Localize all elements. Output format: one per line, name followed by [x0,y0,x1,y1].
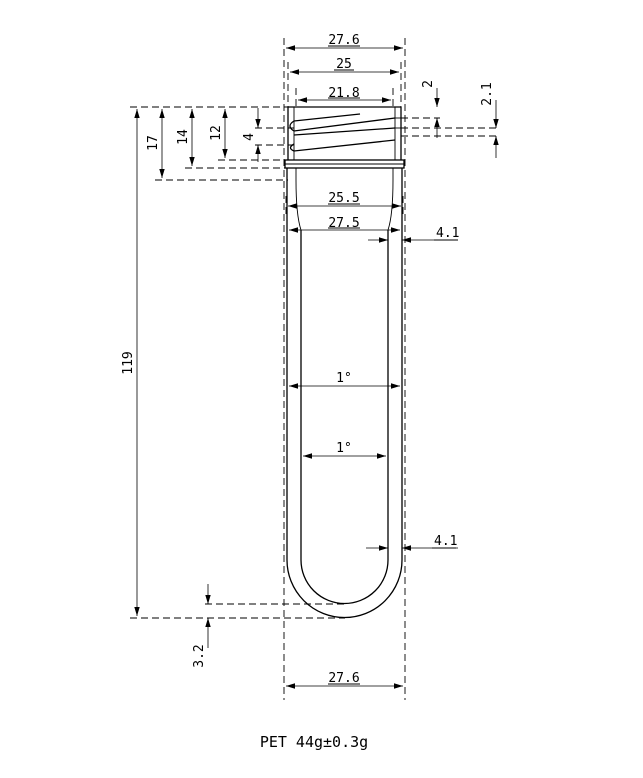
dim-top-outer-width: 27.6 [328,33,359,48]
material-weight-caption: PET 44g±0.3g [260,733,368,751]
dim-height-17: 17 [146,135,161,151]
dim-thread-pitch-small: 2 [421,80,436,88]
dim-bottom-thickness: 3.2 [192,644,207,667]
dim-neck-width: 25.5 [328,191,359,206]
dim-bottom-outer-width: 27.6 [328,671,359,686]
dim-taper-inner: 1° [336,441,352,456]
dim-thread-4: 4 [242,133,257,141]
dim-taper-outer: 1° [336,371,352,386]
dim-bore-width: 21.8 [328,86,359,101]
dim-wall-bottom: 4.1 [434,534,457,549]
dim-total-length: 119 [121,351,136,374]
preform-outline [284,106,405,619]
dim-thread-width: 25 [336,57,352,72]
reference-lines [130,38,500,700]
dim-body-width: 27.5 [328,216,359,231]
dimension-labels: 27.6 25 21.8 2 2.1 17 14 12 4 25.5 27.5 … [121,33,495,686]
dim-thread-pitch-large: 2.1 [480,82,495,105]
dim-height-14: 14 [176,129,191,145]
dim-wall-top: 4.1 [436,226,459,241]
dim-height-12: 12 [209,125,224,141]
